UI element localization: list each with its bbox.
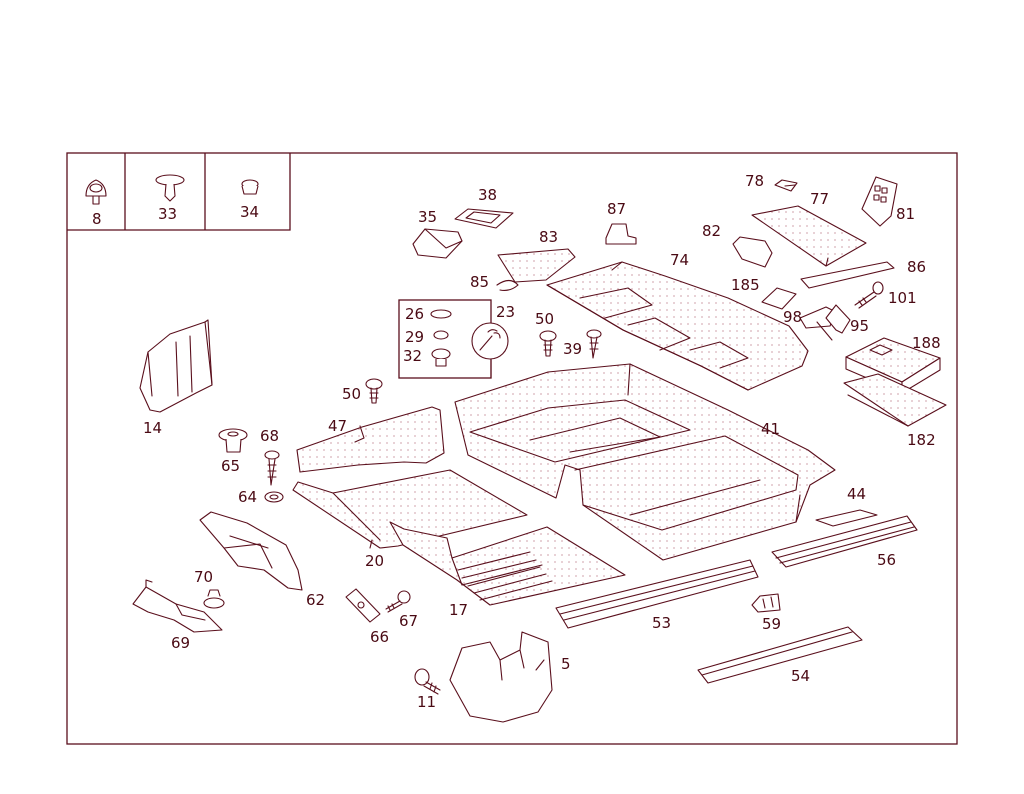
part-label-182: 182 [907, 431, 936, 449]
part-38-bracket [454, 208, 514, 229]
part-label-34: 34 [240, 203, 259, 221]
part-label-85: 85 [470, 273, 489, 291]
part-68-screw [264, 450, 280, 486]
part-66-plate [345, 588, 381, 623]
part-label-82: 82 [702, 222, 721, 240]
diagram-frame [66, 152, 958, 745]
part-86-strap [800, 261, 895, 289]
part-44-strip [815, 509, 878, 527]
part-53-sill-strip [555, 559, 759, 629]
part-label-41: 41 [761, 420, 780, 438]
legend-inset-boxes [67, 153, 291, 231]
part-label-66: 66 [370, 628, 389, 646]
part-label-47: 47 [328, 417, 347, 435]
part-label-67: 67 [399, 612, 418, 630]
part-11-fastener [414, 668, 441, 695]
part-47-floor-mat [296, 406, 445, 473]
part-label-59: 59 [762, 615, 781, 633]
part-34-clip [241, 179, 259, 195]
part-label-50-a: 50 [535, 310, 554, 328]
part-label-87: 87 [607, 200, 626, 218]
part-5-wheelhouse-trim [449, 631, 553, 723]
part-23-kit-parts [430, 309, 509, 379]
part-label-68: 68 [260, 427, 279, 445]
part-33-clip [155, 174, 185, 202]
part-64-washer [264, 491, 284, 503]
part-70-nut [203, 589, 225, 609]
part-label-101: 101 [888, 289, 917, 307]
part-label-98: 98 [783, 308, 802, 326]
part-182-tray [843, 373, 947, 427]
leader-lines [369, 184, 796, 549]
part-101-screw [854, 281, 884, 309]
part-label-50-b: 50 [342, 385, 361, 403]
part-label-83: 83 [539, 228, 558, 246]
part-label-62: 62 [306, 591, 325, 609]
part-label-56: 56 [877, 551, 896, 569]
part-label-8: 8 [92, 210, 102, 228]
part-50-screw-b [365, 378, 383, 404]
part-label-26: 26 [405, 305, 424, 323]
part-17-floor-mat [389, 521, 626, 606]
part-label-32: 32 [403, 347, 422, 365]
part-67-screw [385, 590, 411, 613]
part-label-29: 29 [405, 328, 424, 346]
part-label-35: 35 [418, 208, 437, 226]
part-185-bracket [761, 287, 797, 310]
part-50-screw-a [539, 330, 557, 357]
part-77-panel [751, 205, 867, 267]
part-label-14: 14 [143, 419, 162, 437]
part-74-rear-tray [546, 261, 809, 391]
part-label-70: 70 [194, 568, 213, 586]
part-81-bracket [861, 176, 898, 227]
part-label-78: 78 [745, 172, 764, 190]
part-69-bracket [132, 579, 223, 633]
part-8-grommet [85, 179, 107, 205]
part-62-trim-panel [199, 511, 303, 591]
part-label-54: 54 [791, 667, 810, 685]
part-label-188: 188 [912, 334, 941, 352]
part-85-clip [496, 279, 519, 291]
part-82-box [732, 236, 773, 268]
part-59-clip [751, 593, 781, 613]
part-label-86: 86 [907, 258, 926, 276]
part-label-33: 33 [158, 205, 177, 223]
part-label-17: 17 [449, 601, 468, 619]
part-label-44: 44 [847, 485, 866, 503]
part-label-95: 95 [850, 317, 869, 335]
part-87-clip [605, 223, 637, 245]
part-14-side-panel [139, 319, 213, 413]
part-label-20: 20 [365, 552, 384, 570]
part-56-sill-strip [771, 515, 918, 568]
part-label-38: 38 [478, 186, 497, 204]
part-label-39: 39 [563, 340, 582, 358]
part-label-64: 64 [238, 488, 257, 506]
part-label-23: 23 [496, 303, 515, 321]
wrench-icon [471, 322, 509, 360]
part-label-185: 185 [731, 276, 760, 294]
part-label-11: 11 [417, 693, 436, 711]
part-95-clip [816, 304, 851, 341]
part-label-77: 77 [810, 190, 829, 208]
part-20-floor-mat [292, 469, 528, 549]
part-35-cover [412, 228, 463, 259]
part-39-screw [586, 329, 602, 359]
part-label-65: 65 [221, 457, 240, 475]
part-label-5: 5 [561, 655, 571, 673]
part-83-cover [497, 248, 576, 283]
part-label-74: 74 [670, 251, 689, 269]
part-label-69: 69 [171, 634, 190, 652]
part-54-sill-strip [697, 626, 863, 684]
part-label-53: 53 [652, 614, 671, 632]
part-41-main-carpet [454, 363, 836, 561]
part-65-fastener [218, 428, 248, 453]
part-label-81: 81 [896, 205, 915, 223]
